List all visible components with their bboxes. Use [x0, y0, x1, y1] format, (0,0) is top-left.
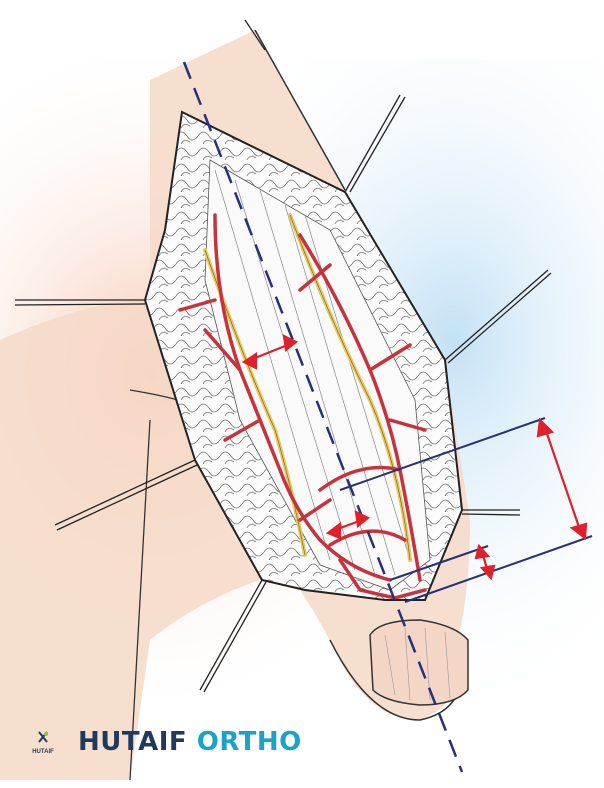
- brand-name-part1: HUTAIF: [78, 727, 188, 757]
- digital-nerve-outlines: [204, 214, 411, 561]
- logo-text: HUTAIF: [32, 749, 54, 755]
- finger-dorsal-outline: [254, 29, 346, 191]
- retractor-sutures: [14, 19, 552, 693]
- bone-logo-icon: [38, 731, 48, 743]
- brand-logo: HUTAIF: [30, 730, 56, 755]
- brand-name: HUTAIF ORTHO: [78, 727, 302, 757]
- measurement-lines: [339, 417, 593, 603]
- mid-axis-dashed-line: [182, 61, 464, 773]
- measurement-arrows: [241, 334, 588, 581]
- digital-arteries: [178, 213, 427, 600]
- brand-name-part2: ORTHO: [196, 727, 302, 757]
- finger-outline: [129, 389, 179, 781]
